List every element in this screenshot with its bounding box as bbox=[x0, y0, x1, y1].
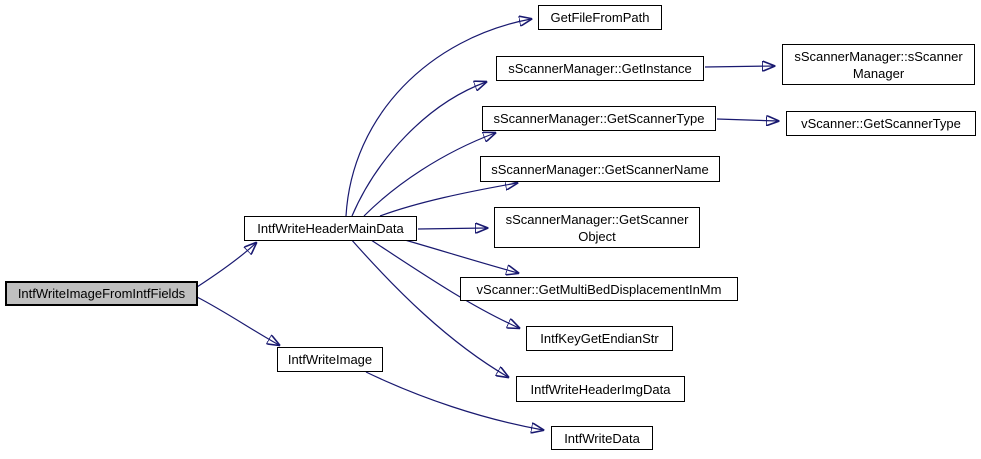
node-getfilefrompath[interactable]: GetFileFromPath bbox=[538, 5, 662, 30]
node-label: sScannerManager::GetInstance bbox=[508, 61, 692, 76]
node-label: IntfWriteData bbox=[564, 430, 640, 446]
edge-intfwriteimage-intfwritedata bbox=[365, 371, 543, 430]
edge-intfwriteimagefromintffields-intfwriteimage bbox=[196, 296, 279, 345]
node-label: IntfKeyGetEndianStr bbox=[540, 331, 659, 346]
edge-intfwriteheadermaindata-getmultibeddisplacementinmm bbox=[397, 237, 518, 273]
edge-intfwriteheadermaindata-getscannerobject bbox=[417, 228, 487, 229]
edge-intfwriteimagefromintffields-intfwriteheadermaindata bbox=[196, 243, 256, 288]
edge-intfwriteheadermaindata-getscannertype bbox=[363, 133, 495, 217]
node-intfkeygetendianstr[interactable]: IntfKeyGetEndianStr bbox=[526, 326, 673, 351]
edge-intfwriteheadermaindata-intfwriteheaderimgdata bbox=[349, 237, 508, 377]
node-sscannermanager-getscannername[interactable]: sScannerManager::GetScannerName bbox=[480, 156, 720, 182]
node-label: IntfWriteImage bbox=[287, 352, 373, 367]
edge-intfwriteheadermaindata-intfkeygetendianstr bbox=[367, 237, 519, 328]
node-vscanner-getmultibeddisplacementinmm[interactable]: vScanner::GetMultiBedDisplacementInMm bbox=[460, 277, 738, 301]
node-label: Object bbox=[578, 228, 616, 244]
node-label: IntfWriteImageFromIntfFields bbox=[17, 286, 186, 301]
node-sscannermanager-sscannermanager[interactable]: sScannerManager::sScanner Manager bbox=[782, 44, 975, 85]
node-intfwriteimagefromintffields: IntfWriteImageFromIntfFields bbox=[5, 281, 198, 306]
edge-getinstance-sscannermanager-ctor bbox=[704, 66, 774, 67]
node-sscannermanager-getinstance[interactable]: sScannerManager::GetInstance bbox=[496, 56, 704, 81]
node-sscannermanager-getscannerobject[interactable]: sScannerManager::GetScanner Object bbox=[494, 207, 700, 248]
node-label: Manager bbox=[852, 65, 905, 81]
node-label: GetFileFromPath bbox=[550, 10, 650, 25]
node-vscanner-getscannertype[interactable]: vScanner::GetScannerType bbox=[786, 111, 976, 136]
node-label: IntfWriteHeaderMainData bbox=[257, 221, 404, 236]
node-label: IntfWriteHeaderImgData bbox=[530, 381, 671, 397]
node-label: vScanner::GetScannerType bbox=[801, 116, 961, 131]
edge-getscannertype-vscanner-getscannertype bbox=[716, 119, 778, 121]
node-intfwriteheaderimgdata[interactable]: IntfWriteHeaderImgData bbox=[516, 376, 685, 402]
node-label: vScanner::GetMultiBedDisplacementInMm bbox=[476, 281, 722, 297]
node-label: sScannerManager::sScanner bbox=[794, 48, 963, 64]
node-sscannermanager-getscannertype[interactable]: sScannerManager::GetScannerType bbox=[482, 106, 716, 131]
node-intfwriteimage[interactable]: IntfWriteImage bbox=[277, 347, 383, 372]
node-label: sScannerManager::GetScannerName bbox=[491, 161, 709, 177]
edge-intfwriteheadermaindata-getscannername bbox=[379, 183, 517, 217]
edge-intfwriteheadermaindata-getfilefrompath bbox=[345, 19, 531, 217]
node-label: sScannerManager::GetScannerType bbox=[493, 111, 705, 126]
node-intfwriteheadermaindata[interactable]: IntfWriteHeaderMainData bbox=[244, 216, 417, 241]
edge-intfwriteheadermaindata-getinstance bbox=[351, 82, 486, 217]
node-intfwritedata[interactable]: IntfWriteData bbox=[551, 426, 653, 450]
node-label: sScannerManager::GetScanner bbox=[505, 211, 689, 227]
